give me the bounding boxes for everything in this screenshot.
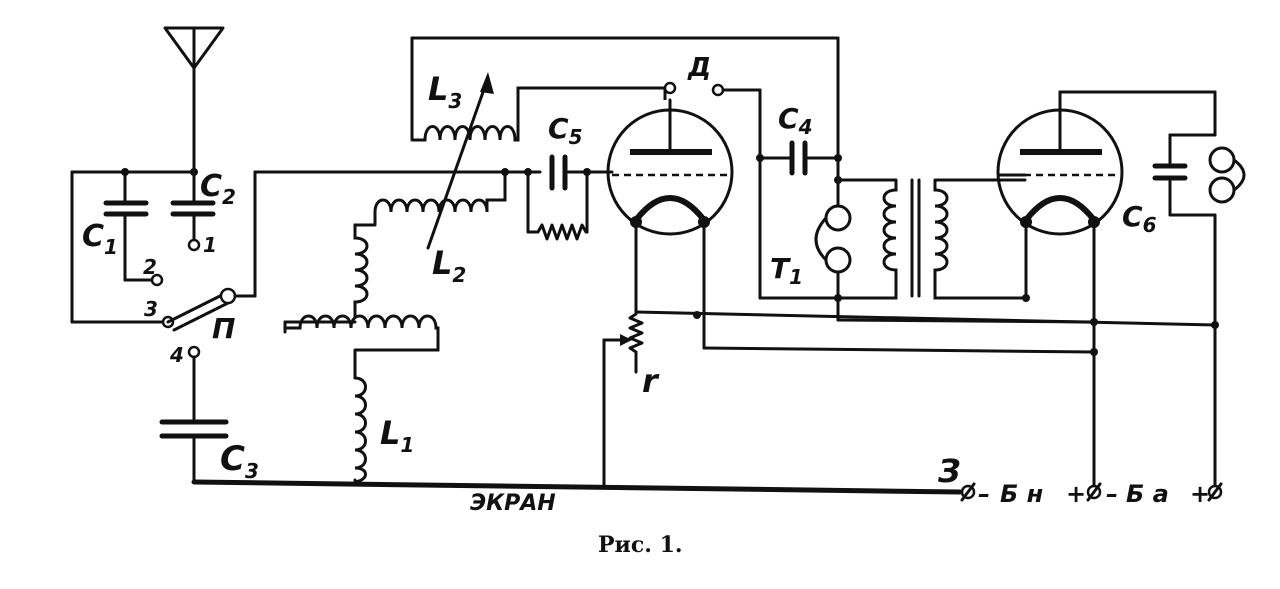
label-c4: C4 <box>778 102 812 139</box>
label-d: Д <box>687 53 711 83</box>
label-c1: C1 <box>82 219 118 259</box>
label-c5: C5 <box>548 112 582 149</box>
label-switch-p: П <box>212 312 235 345</box>
switch-p <box>70 170 257 422</box>
label-minus-2: – <box>1106 480 1118 508</box>
inductor-l1-coupling <box>283 314 440 352</box>
label-plus-1: + <box>1066 480 1086 508</box>
supply-lines <box>693 311 1219 356</box>
headphones-t1 <box>814 156 852 322</box>
grid-circuit <box>253 154 614 241</box>
label-minus-1: – <box>978 480 990 508</box>
label-z: З <box>937 452 961 490</box>
figure-caption: Рис. 1. <box>598 532 683 558</box>
label-t1: T1 <box>770 252 803 289</box>
capacitor-c4 <box>756 36 842 176</box>
label-l2: L2 <box>432 244 466 287</box>
label-l1: L1 <box>380 414 414 457</box>
detector-switch-d <box>711 83 840 300</box>
label-pos2: 2 <box>143 255 157 279</box>
antenna <box>163 26 225 174</box>
inductor-l2 <box>353 172 507 318</box>
label-c2: C2 <box>200 169 236 209</box>
screen-ground-line <box>191 478 963 495</box>
inductor-l1 <box>353 348 367 484</box>
label-pos4: 4 <box>169 343 184 367</box>
tube-2 <box>996 90 1217 490</box>
label-c3: C3 <box>220 439 259 483</box>
label-pos3: 3 <box>144 297 158 321</box>
transformer <box>836 178 1027 300</box>
rheostat-r <box>602 303 1217 490</box>
loudspeaker-c6 <box>1152 90 1246 490</box>
battery-terminals <box>960 482 1223 502</box>
label-screen: ЭКРАН <box>470 491 556 516</box>
label-ba: Б а <box>1126 480 1169 508</box>
tube-1 <box>606 98 734 350</box>
label-pos1: 1 <box>203 233 217 257</box>
inductor-l3 <box>410 36 840 142</box>
label-c6: C6 <box>1122 200 1157 237</box>
capacitor-c3 <box>159 419 229 484</box>
variable-coupling-arrow <box>426 72 494 250</box>
label-l3: L3 <box>428 70 462 113</box>
capacitor-c1-c2-block <box>70 168 216 324</box>
label-plus-2: + <box>1190 480 1210 508</box>
label-bn: Б н <box>1000 480 1043 508</box>
label-r: r <box>642 362 660 400</box>
